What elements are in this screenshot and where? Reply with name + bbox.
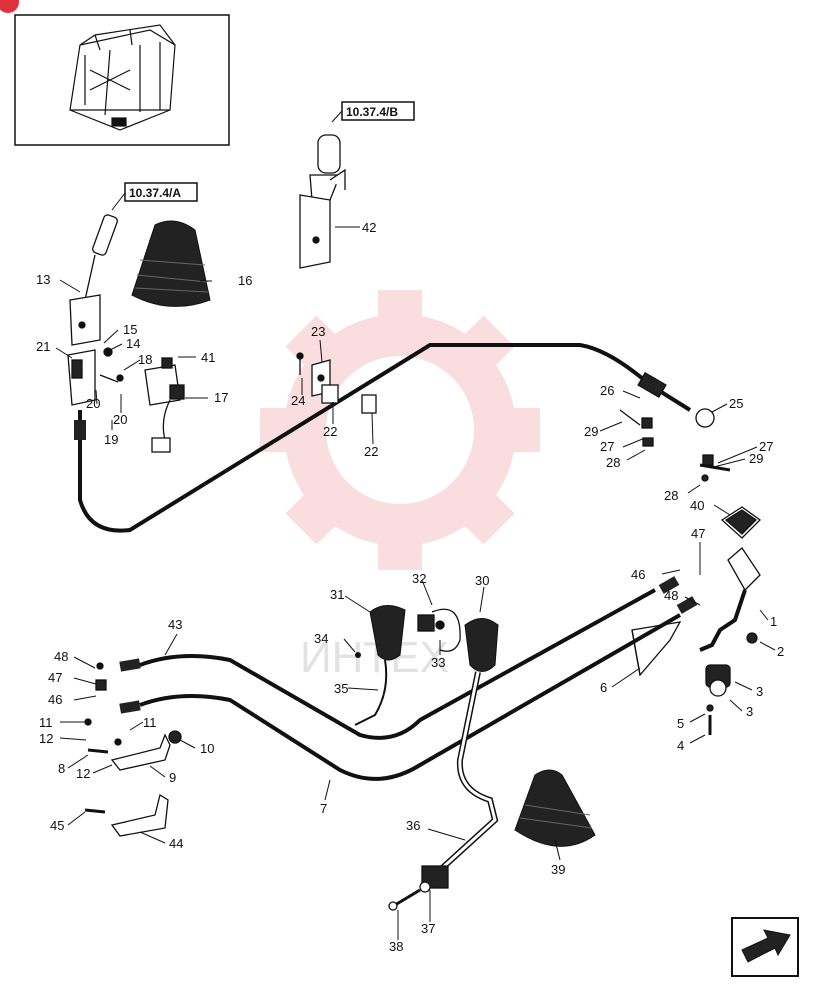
cable-7 bbox=[139, 613, 681, 781]
part-32-switch bbox=[417, 608, 461, 652]
callout-24: 24 bbox=[291, 393, 305, 408]
callout-21: 21 bbox=[36, 339, 50, 354]
callout-1: 1 bbox=[770, 614, 777, 629]
watermark-logo bbox=[260, 290, 540, 570]
callout-2: 2 bbox=[777, 644, 784, 659]
callout-3: 3 bbox=[756, 684, 763, 699]
part-13-lever bbox=[69, 214, 118, 346]
callout-20: 20 bbox=[113, 412, 127, 427]
callout-33: 33 bbox=[431, 655, 445, 670]
callout-46: 46 bbox=[48, 692, 62, 707]
part-42-joystick-bracket bbox=[299, 134, 346, 269]
callout-40: 40 bbox=[690, 498, 704, 513]
part-39-rubber-boot bbox=[514, 769, 596, 847]
reference-a-label: 10.37.4/A bbox=[129, 186, 181, 200]
callout-38: 38 bbox=[389, 939, 403, 954]
next-page-arrow-icon[interactable] bbox=[731, 917, 799, 977]
callout-34: 34 bbox=[314, 631, 328, 646]
part-17-switch-bracket bbox=[144, 357, 185, 453]
callout-28: 28 bbox=[664, 488, 678, 503]
callout-17: 17 bbox=[214, 390, 228, 405]
part-37-pivot bbox=[388, 865, 449, 911]
part-16-rubber-boot bbox=[131, 220, 211, 307]
callout-22: 22 bbox=[323, 424, 337, 439]
callout-25: 25 bbox=[729, 396, 743, 411]
callout-27: 27 bbox=[759, 439, 773, 454]
callout-46: 46 bbox=[631, 567, 645, 582]
watermark-text: ИНТЕХ bbox=[300, 633, 449, 682]
callout-36: 36 bbox=[406, 818, 420, 833]
throttle-cable bbox=[78, 343, 692, 533]
callout-44: 44 bbox=[169, 836, 183, 851]
part-34-nut bbox=[355, 652, 361, 658]
part-31-knob bbox=[354, 605, 406, 726]
callout-8: 8 bbox=[58, 761, 65, 776]
part-40-pedal-pad bbox=[720, 506, 761, 539]
callout-labels: 1 2 3 3 4 5 6 7 8 9 10 11 11 12 12 13 14… bbox=[36, 220, 784, 954]
callout-28: 28 bbox=[606, 455, 620, 470]
callout-9: 9 bbox=[169, 770, 176, 785]
callout-12: 12 bbox=[76, 766, 90, 781]
callout-26: 26 bbox=[600, 383, 614, 398]
reference-box-a[interactable]: 10.37.4/A bbox=[124, 182, 198, 202]
callout-30: 30 bbox=[475, 573, 489, 588]
callout-19: 19 bbox=[104, 432, 118, 447]
cable-43 bbox=[139, 588, 656, 740]
callout-5: 5 bbox=[677, 716, 684, 731]
part-1-pedal bbox=[699, 547, 761, 652]
callout-16: 16 bbox=[238, 273, 252, 288]
callout-32: 32 bbox=[412, 571, 426, 586]
callout-7: 7 bbox=[320, 801, 327, 816]
callout-48: 48 bbox=[54, 649, 68, 664]
part-3-pivot bbox=[705, 664, 731, 735]
callout-11: 11 bbox=[143, 715, 157, 730]
part-25-cable-end bbox=[619, 372, 731, 482]
callout-37: 37 bbox=[421, 921, 435, 936]
reference-box-b[interactable]: 10.37.4/B bbox=[341, 101, 415, 121]
callout-47: 47 bbox=[48, 670, 62, 685]
part-30-knob bbox=[464, 618, 499, 672]
callout-15: 15 bbox=[123, 322, 137, 337]
callout-4: 4 bbox=[677, 738, 684, 753]
callout-42: 42 bbox=[362, 220, 376, 235]
callout-14: 14 bbox=[126, 336, 140, 351]
part-36-lever-rod bbox=[437, 671, 499, 873]
callout-39: 39 bbox=[551, 862, 565, 877]
reference-b-label: 10.37.4/B bbox=[346, 105, 398, 119]
callout-18: 18 bbox=[138, 352, 152, 367]
callout-31: 31 bbox=[330, 587, 344, 602]
callout-35: 35 bbox=[334, 681, 348, 696]
callout-45: 45 bbox=[50, 818, 64, 833]
part-21-bracket bbox=[67, 347, 124, 406]
cab-overview-icon bbox=[14, 14, 230, 146]
callout-leaders bbox=[55, 226, 776, 940]
callout-41: 41 bbox=[201, 350, 215, 365]
corner-badge bbox=[0, 0, 19, 13]
callout-6: 6 bbox=[600, 680, 607, 695]
callout-22: 22 bbox=[364, 444, 378, 459]
part-23-clamp bbox=[296, 352, 377, 414]
callout-3: 3 bbox=[746, 704, 753, 719]
callout-43: 43 bbox=[168, 617, 182, 632]
callout-13: 13 bbox=[36, 272, 50, 287]
callout-29: 29 bbox=[749, 451, 763, 466]
callout-10: 10 bbox=[200, 741, 214, 756]
left-hardware bbox=[84, 662, 182, 837]
callout-11: 11 bbox=[39, 715, 53, 730]
callout-23: 23 bbox=[311, 324, 325, 339]
callout-12: 12 bbox=[39, 731, 53, 746]
callout-47: 47 bbox=[691, 526, 705, 541]
callout-48: 48 bbox=[664, 588, 678, 603]
callout-29: 29 bbox=[584, 424, 598, 439]
callout-20: 20 bbox=[86, 396, 100, 411]
callout-27: 27 bbox=[600, 439, 614, 454]
